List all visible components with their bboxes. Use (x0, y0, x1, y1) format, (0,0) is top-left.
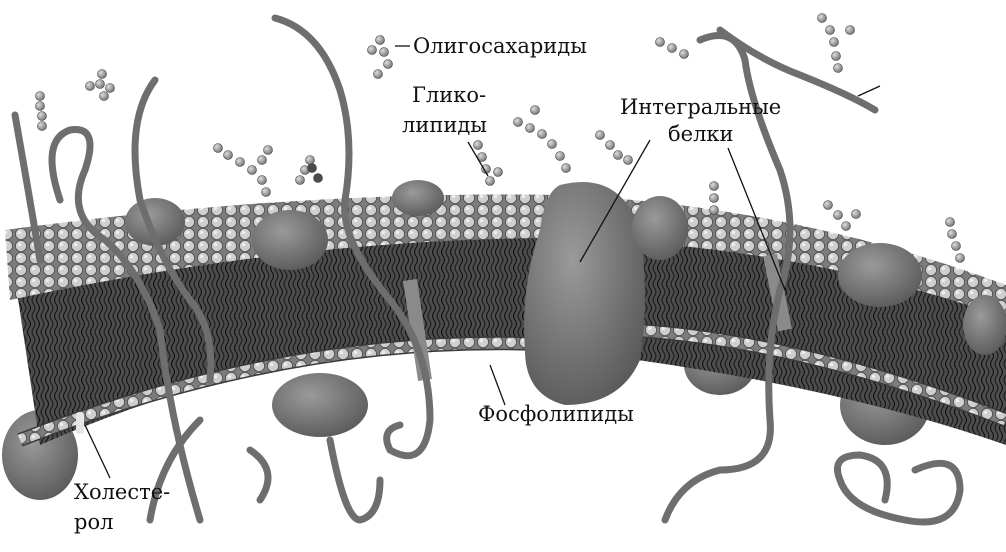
protein-blob (632, 196, 688, 260)
label-oligosaccharides: Олигосахариды (413, 34, 587, 58)
label-cholesterol-line1: Холесте- (74, 480, 170, 504)
protein-blob (838, 243, 922, 307)
protein-blob (272, 373, 368, 437)
label-cholesterol-line2: рол (74, 510, 113, 534)
protein-blob (252, 210, 328, 270)
label-glycolipids-line1: Глико- (412, 83, 486, 107)
label-integral-proteins-line2: белки (668, 122, 734, 146)
label-integral-proteins-line1: Интегральные (620, 95, 781, 119)
protein-blob (963, 295, 1006, 355)
label-glycolipids-line2: липиды (402, 113, 487, 137)
label-phospholipids: Фосфолипиды (478, 402, 634, 426)
cholesterol-molecule (76, 412, 84, 434)
protein-blob (392, 180, 444, 216)
